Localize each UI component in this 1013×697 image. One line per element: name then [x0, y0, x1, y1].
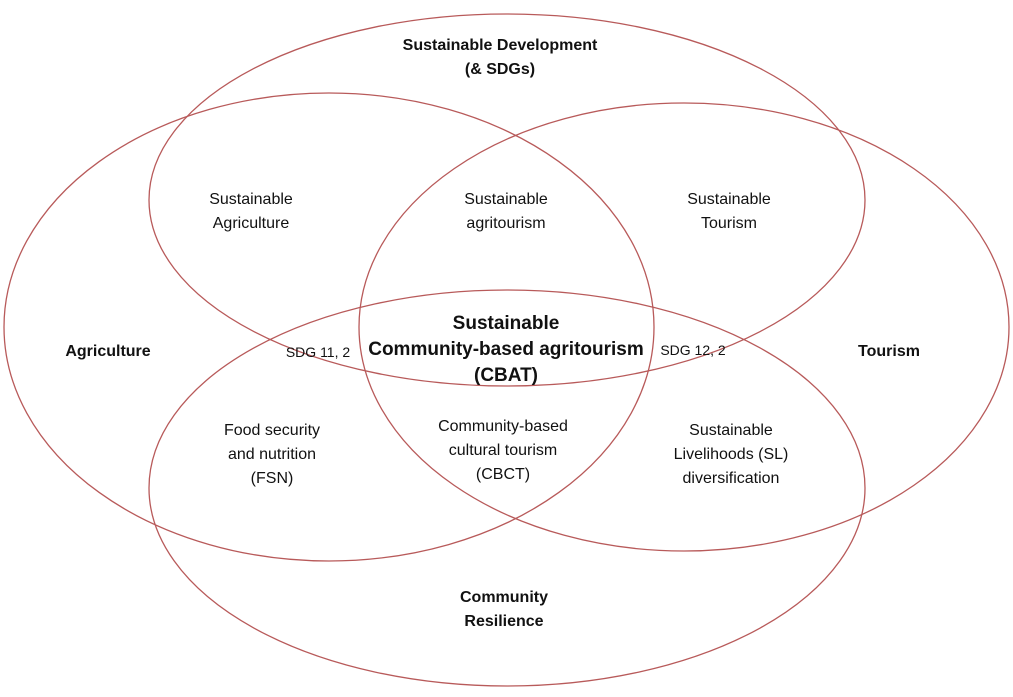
sdg-tag-left: SDG 11, 2 — [285, 344, 351, 360]
label-agriculture: Agriculture — [65, 343, 151, 360]
region-cbct: Community-based cultural tourism (CBCT) — [438, 418, 568, 483]
ellipse-sustainable-development — [148, 13, 866, 387]
region-food-security: Food security and nutrition (FSN) — [223, 422, 321, 487]
region-sustainable-agritourism: Sustainable agritourism — [464, 191, 548, 232]
label-community-resilience: Community Resilience — [460, 589, 548, 630]
ellipse-tourism — [358, 102, 1010, 552]
center-label-cbat: Sustainable Community-based agritourism … — [368, 313, 644, 386]
region-sustainable-livelihoods: Sustainable Livelihoods (SL) diversifica… — [673, 422, 789, 487]
label-sustainable-development: Sustainable Development (& SDGs) — [402, 37, 598, 78]
ellipse-community-resilience — [148, 289, 866, 687]
sdg-tag-right: SDG 12, 2 — [660, 342, 726, 358]
label-tourism: Tourism — [858, 343, 920, 360]
region-sustainable-agriculture: Sustainable Agriculture — [209, 191, 293, 232]
ellipse-agriculture — [3, 92, 655, 562]
region-sustainable-tourism: Sustainable Tourism — [687, 191, 771, 232]
